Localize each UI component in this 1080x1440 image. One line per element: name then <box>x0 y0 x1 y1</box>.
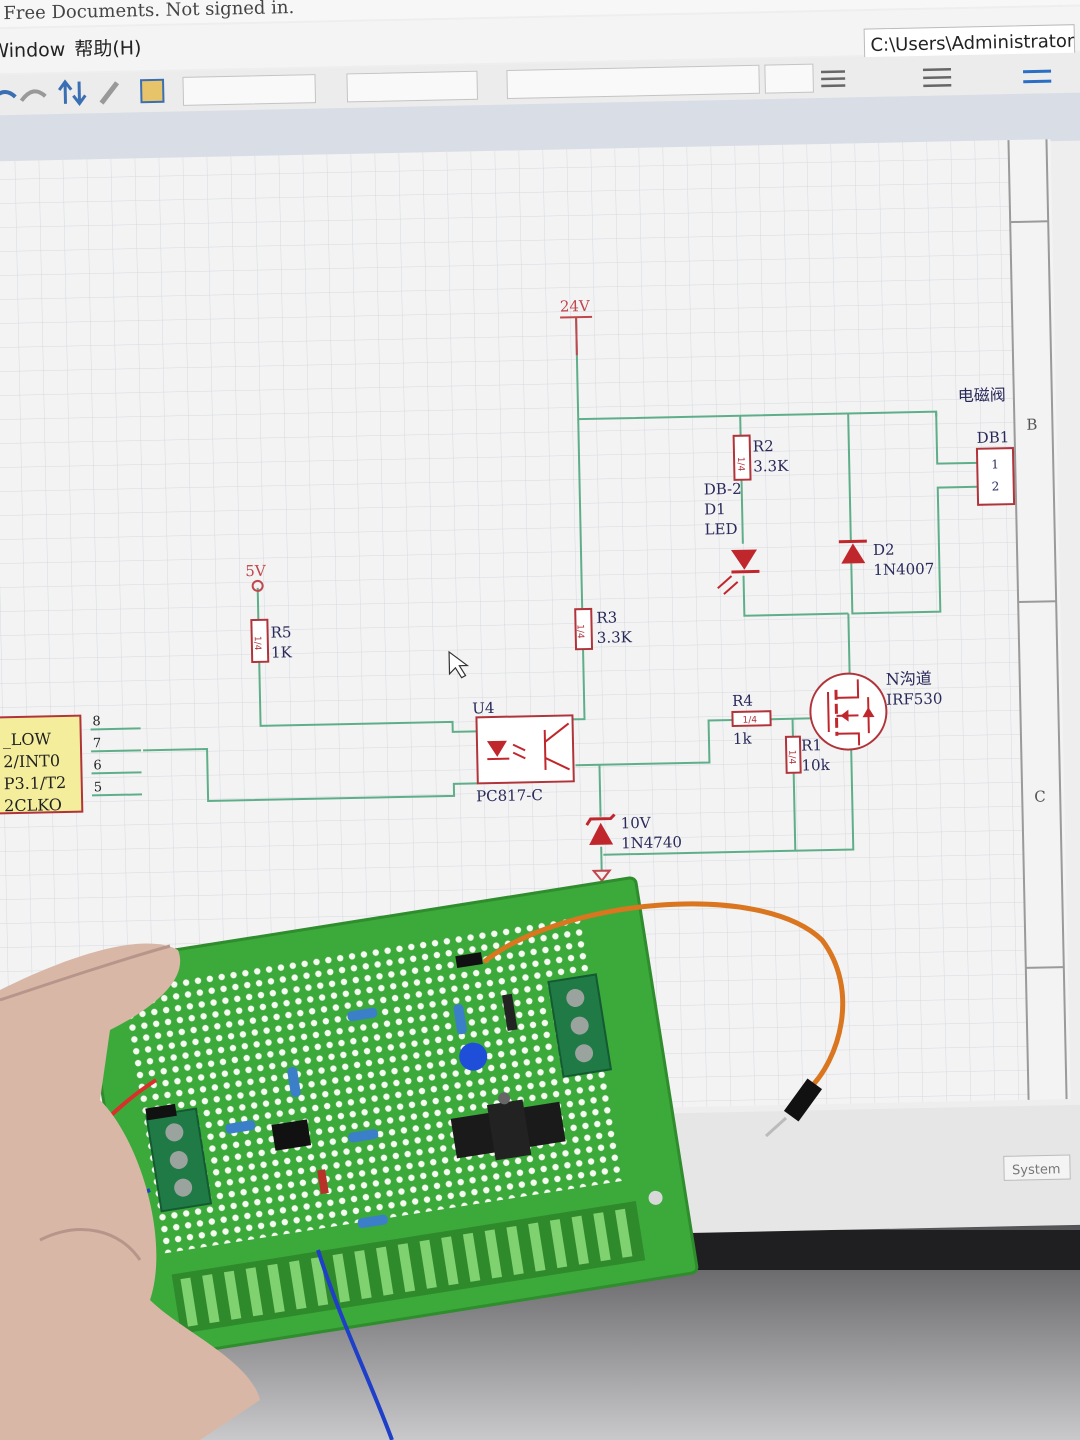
inspect-icon[interactable] <box>140 78 165 104</box>
db1-pin1: 1 <box>991 457 999 471</box>
hand <box>0 943 260 1440</box>
resistor-r1 <box>784 735 802 774</box>
netlist-icon[interactable] <box>1023 69 1052 84</box>
resistor-r5 <box>250 618 270 664</box>
zone-label-b: B <box>1026 416 1037 434</box>
r3-value: 3.3K <box>597 628 633 647</box>
toolbar-dropdown-2[interactable] <box>346 70 479 103</box>
r2-ref: R2 <box>753 437 774 455</box>
r4-ref: R4 <box>732 692 753 710</box>
zener-diode <box>585 813 616 846</box>
schematic-wires <box>90 317 978 871</box>
optocoupler-symbol <box>486 722 570 771</box>
arrange-icon[interactable] <box>922 68 952 88</box>
toolbar-dropdown-4[interactable] <box>764 63 814 94</box>
supply-24v-label: 24V <box>560 297 591 316</box>
mcu-pin-num-1: 8 <box>92 714 101 729</box>
diode-d2 <box>838 539 867 564</box>
blue-wire-bottom <box>316 1249 394 1440</box>
r1-value: 10k <box>801 756 830 775</box>
toolbar-dropdown-3[interactable] <box>506 64 760 100</box>
undo-icon[interactable] <box>0 90 17 103</box>
valve-connector <box>975 447 1016 506</box>
d1-line1: DB-2 <box>704 480 742 499</box>
d1-line3: LED <box>704 520 737 539</box>
mcu-block <box>0 714 84 815</box>
r1-body: 1/4 <box>786 750 796 765</box>
r1-ref: R1 <box>801 736 822 754</box>
u4-ref: U4 <box>472 699 495 717</box>
r5-ref: R5 <box>270 623 291 641</box>
mcu-pin-3: P3.1/T2 <box>4 773 67 793</box>
db1-pin2: 2 <box>992 479 1000 493</box>
d1-line2: D1 <box>704 500 726 518</box>
orange-jumper-wire <box>482 901 846 1092</box>
zone-label-c: C <box>1034 787 1046 805</box>
mcu-pin-num-2: 7 <box>93 736 102 751</box>
diode-1n4007 <box>502 993 518 1031</box>
r5-value: 1K <box>271 643 293 661</box>
mcu-pin-2: 2/INT0 <box>3 751 60 771</box>
d2-ref: D2 <box>873 541 895 559</box>
resistors <box>225 1004 467 1229</box>
r4-body: 1/4 <box>742 715 757 725</box>
mcu-pin-4: 2CLKO <box>4 795 62 815</box>
redo-icon[interactable] <box>19 89 47 102</box>
resistor-r4 <box>731 710 772 728</box>
r3-ref: R3 <box>596 608 617 626</box>
led-d1 <box>717 549 760 595</box>
mosfet-irf530 <box>809 672 888 751</box>
resistor-r2 <box>732 434 752 481</box>
zener-glass-diode <box>317 1169 329 1195</box>
mosfet-value: IRF530 <box>886 690 943 709</box>
valve-label: 电磁阀 <box>958 385 1006 405</box>
r4-value: 1k <box>733 730 753 748</box>
mcu-pin-num-4: 5 <box>94 780 103 795</box>
db1-ref: DB1 <box>977 428 1010 447</box>
sort-icon[interactable] <box>57 79 87 107</box>
status-system: System <box>1012 1162 1061 1178</box>
blue-led <box>459 1042 488 1071</box>
zener-value: 1N4740 <box>621 833 682 852</box>
r3-body: 1/4 <box>575 624 585 639</box>
path-field[interactable]: C:\Users\Administrator <box>870 31 1075 56</box>
mcu-pin-1: _LOW <box>3 729 52 749</box>
perfboard-pcb <box>81 876 699 1361</box>
toolbar-dropdown-1[interactable] <box>182 74 317 106</box>
mcu-pin-num-3: 6 <box>93 758 102 773</box>
r5-body: 1/4 <box>252 636 262 651</box>
u4-value: PC817-C <box>476 786 543 805</box>
zener-ref: 10V <box>621 814 652 833</box>
optocoupler-chip <box>271 1119 312 1151</box>
d2-value: 1N4007 <box>873 560 934 579</box>
supply-5v-label: 5V <box>245 562 267 580</box>
r2-body: 1/4 <box>735 457 745 472</box>
probe-icon[interactable] <box>99 81 120 105</box>
menu-help[interactable]: 帮助(H) <box>74 37 142 60</box>
schematic-grid <box>0 140 1029 1122</box>
r2-value: 3.3K <box>753 457 789 476</box>
resistor-r3 <box>574 607 594 651</box>
line-style-icon[interactable] <box>820 70 846 88</box>
mouse-cursor-icon <box>448 650 470 679</box>
jumper-connector <box>783 1078 823 1122</box>
mosfet-ref: N沟道 <box>886 669 932 689</box>
menu-window[interactable]: Window <box>0 39 66 63</box>
monitor-screen: - Free Documents. Not signed in. Window … <box>0 0 1080 1248</box>
